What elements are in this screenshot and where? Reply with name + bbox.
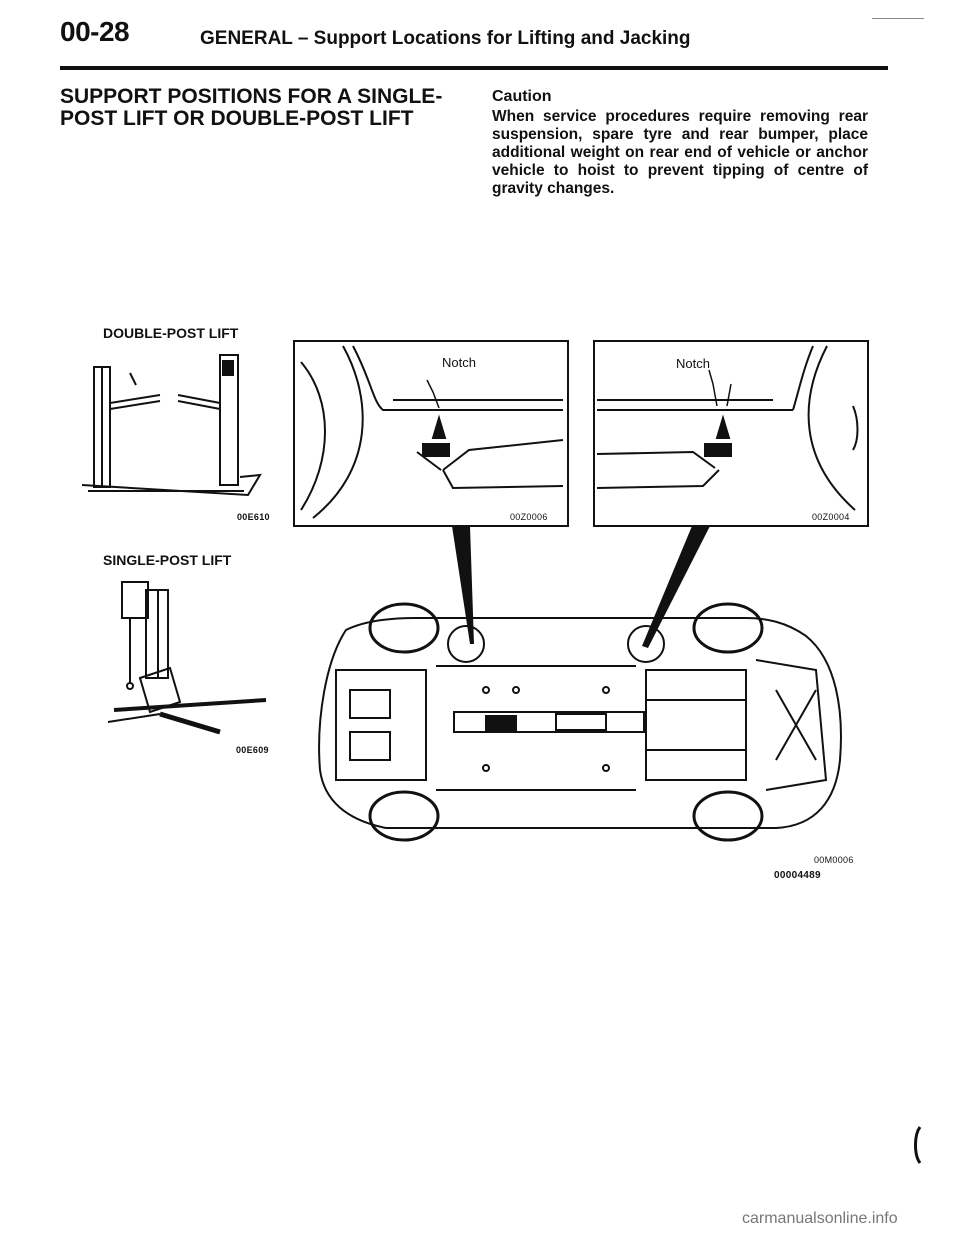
front-pointer-wedge — [452, 526, 474, 644]
double-post-lift-label: DOUBLE-POST LIFT — [103, 325, 239, 341]
double-post-lift-illustration — [81, 354, 262, 497]
caution-text: When service procedures require removing… — [492, 108, 868, 197]
front-notch-label: Notch — [442, 355, 476, 370]
watermark[interactable]: carmanualsonline.info — [742, 1210, 898, 1227]
rear-jacking-detail — [593, 340, 869, 527]
header-rule — [60, 66, 888, 70]
single-post-lift-label: SINGLE-POST LIFT — [103, 552, 232, 568]
section-heading: SUPPORT POSITIONS FOR A SINGLE-POST LIFT… — [60, 85, 443, 130]
header-title: GENERAL – Support Locations for Lifting … — [200, 28, 691, 49]
single-post-lift-illustration — [107, 581, 267, 735]
rear-notch-label: Notch — [676, 356, 710, 371]
margin-bracket-mark — [914, 1126, 922, 1164]
corner-mark — [872, 18, 924, 19]
caution-heading: Caution — [492, 88, 552, 105]
double-post-lift-code: 00E610 — [237, 512, 270, 522]
page-number: 00-28 — [60, 16, 130, 47]
front-detail-code: 00Z0006 — [510, 512, 548, 522]
vehicle-underbody-illustration — [318, 602, 842, 842]
rear-detail-code: 00Z0004 — [812, 512, 850, 522]
single-post-lift-code: 00E609 — [236, 745, 269, 755]
front-jacking-detail — [293, 340, 569, 527]
figure-id: 00004489 — [774, 870, 821, 881]
underbody-code: 00M0006 — [814, 855, 854, 865]
